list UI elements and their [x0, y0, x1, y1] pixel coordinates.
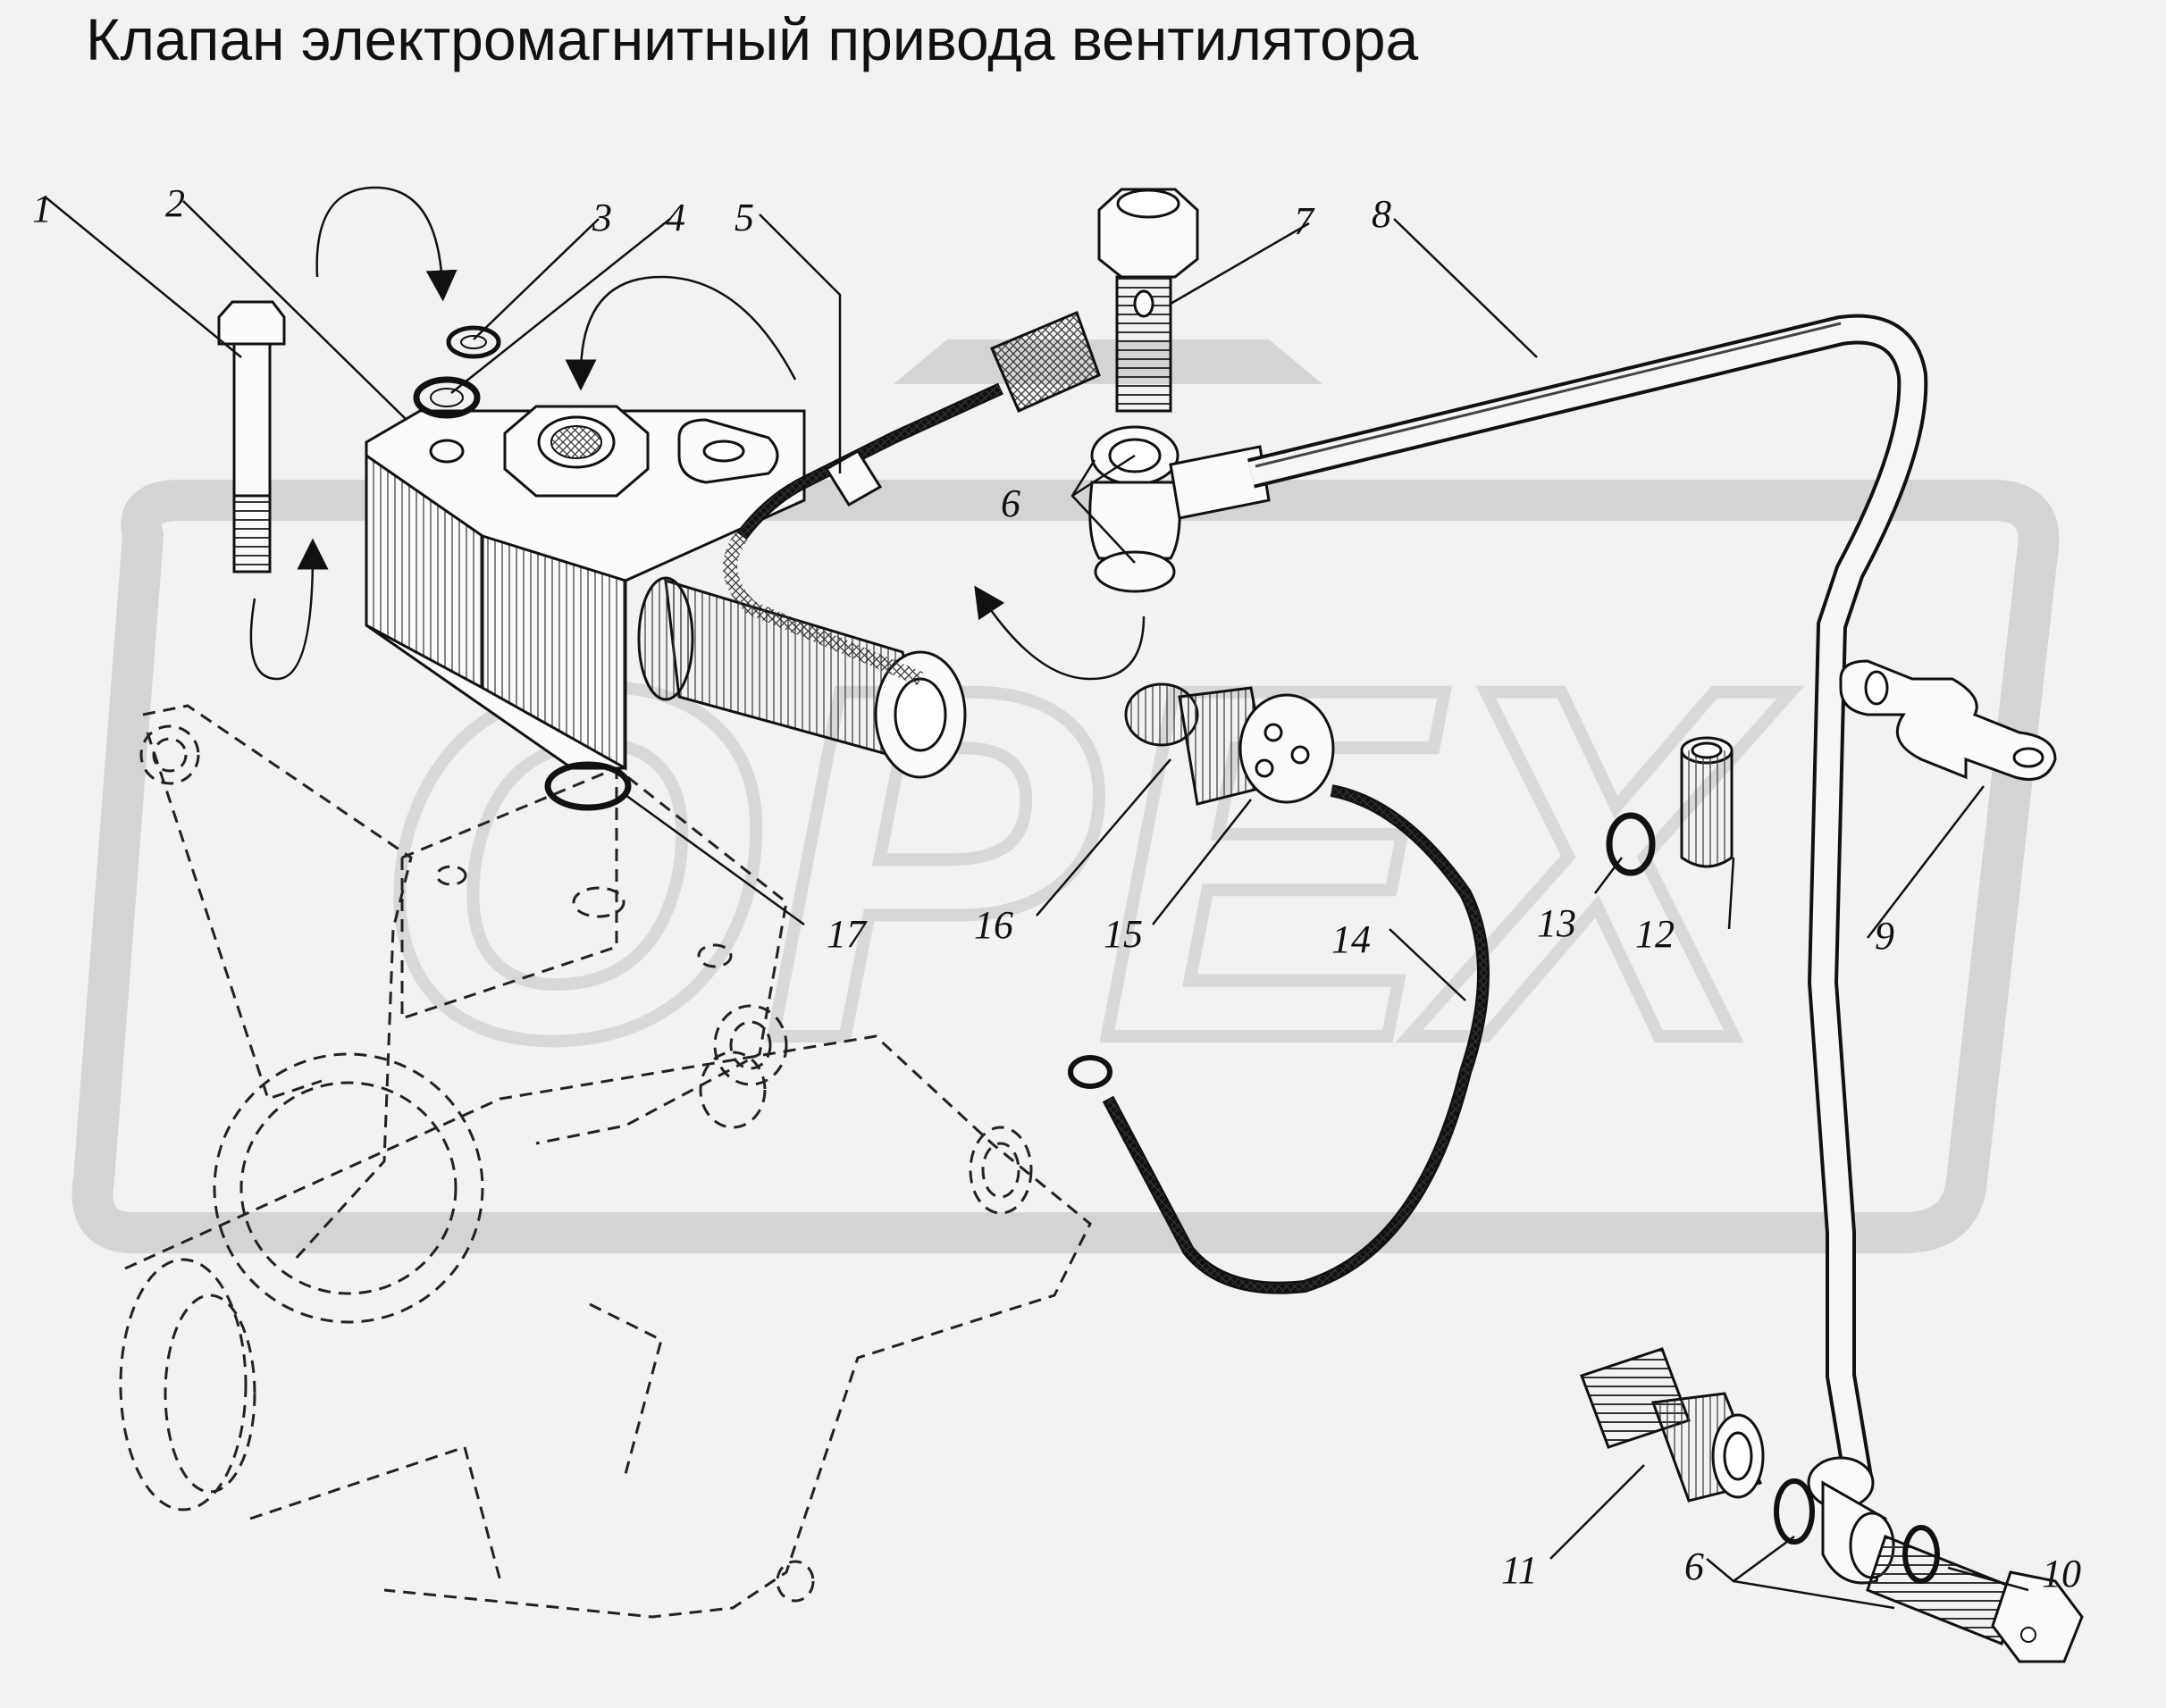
callout-8: 8 — [1372, 192, 1391, 236]
clamp-part-9 — [1839, 659, 2057, 781]
bushing-part-12 — [1680, 736, 1734, 868]
banjo-fitting-bottom — [1807, 1456, 1895, 1585]
callout-6-bottom: 6 — [1684, 1545, 1704, 1588]
callout-9: 9 — [1875, 914, 1894, 958]
callout-11: 11 — [1501, 1548, 1538, 1592]
callout-15: 15 — [1104, 912, 1143, 956]
callout-7: 7 — [1294, 199, 1315, 243]
callout-16: 16 — [974, 903, 1013, 947]
washers-part-6-bottom — [1774, 1478, 1940, 1584]
callout-5: 5 — [735, 196, 754, 239]
terminal-lug — [677, 418, 779, 484]
callout-13: 13 — [1537, 901, 1576, 945]
callout-4: 4 — [666, 196, 685, 239]
connector-part-15-16 — [1124, 682, 1335, 806]
callout-6-top: 6 — [1001, 481, 1020, 525]
assembly-arrows — [249, 186, 1146, 681]
ground-wire-part-14 — [1068, 784, 1490, 1294]
diagram-title: Клапан электромагнитный привода вентилят… — [86, 6, 1419, 72]
washer-part-13 — [1606, 812, 1656, 876]
callout-14: 14 — [1331, 917, 1371, 961]
adapter-part-11 — [1580, 1347, 1765, 1503]
solenoid-coil — [637, 532, 967, 779]
mount-bracket-outline — [119, 704, 1092, 1619]
banjo-bolt-part-7 — [1097, 188, 1199, 413]
callout-12: 12 — [1635, 912, 1675, 956]
callout-3: 3 — [592, 196, 612, 239]
callout-2: 2 — [165, 181, 185, 225]
callout-1: 1 — [32, 187, 52, 230]
o-ring-part-17 — [544, 761, 632, 811]
leader-lines — [44, 196, 2029, 1610]
fan-tube-part-8 — [1247, 314, 1928, 1486]
bolt-part-1 — [217, 300, 286, 574]
callout-17: 17 — [827, 912, 868, 956]
callout-10: 10 — [2042, 1552, 2081, 1595]
valve-nut — [503, 405, 650, 498]
callout-labels: 1 2 3 4 5 6 7 8 6 9 10 11 12 13 14 15 16… — [32, 181, 2081, 1595]
washers-3-4 — [413, 325, 501, 419]
